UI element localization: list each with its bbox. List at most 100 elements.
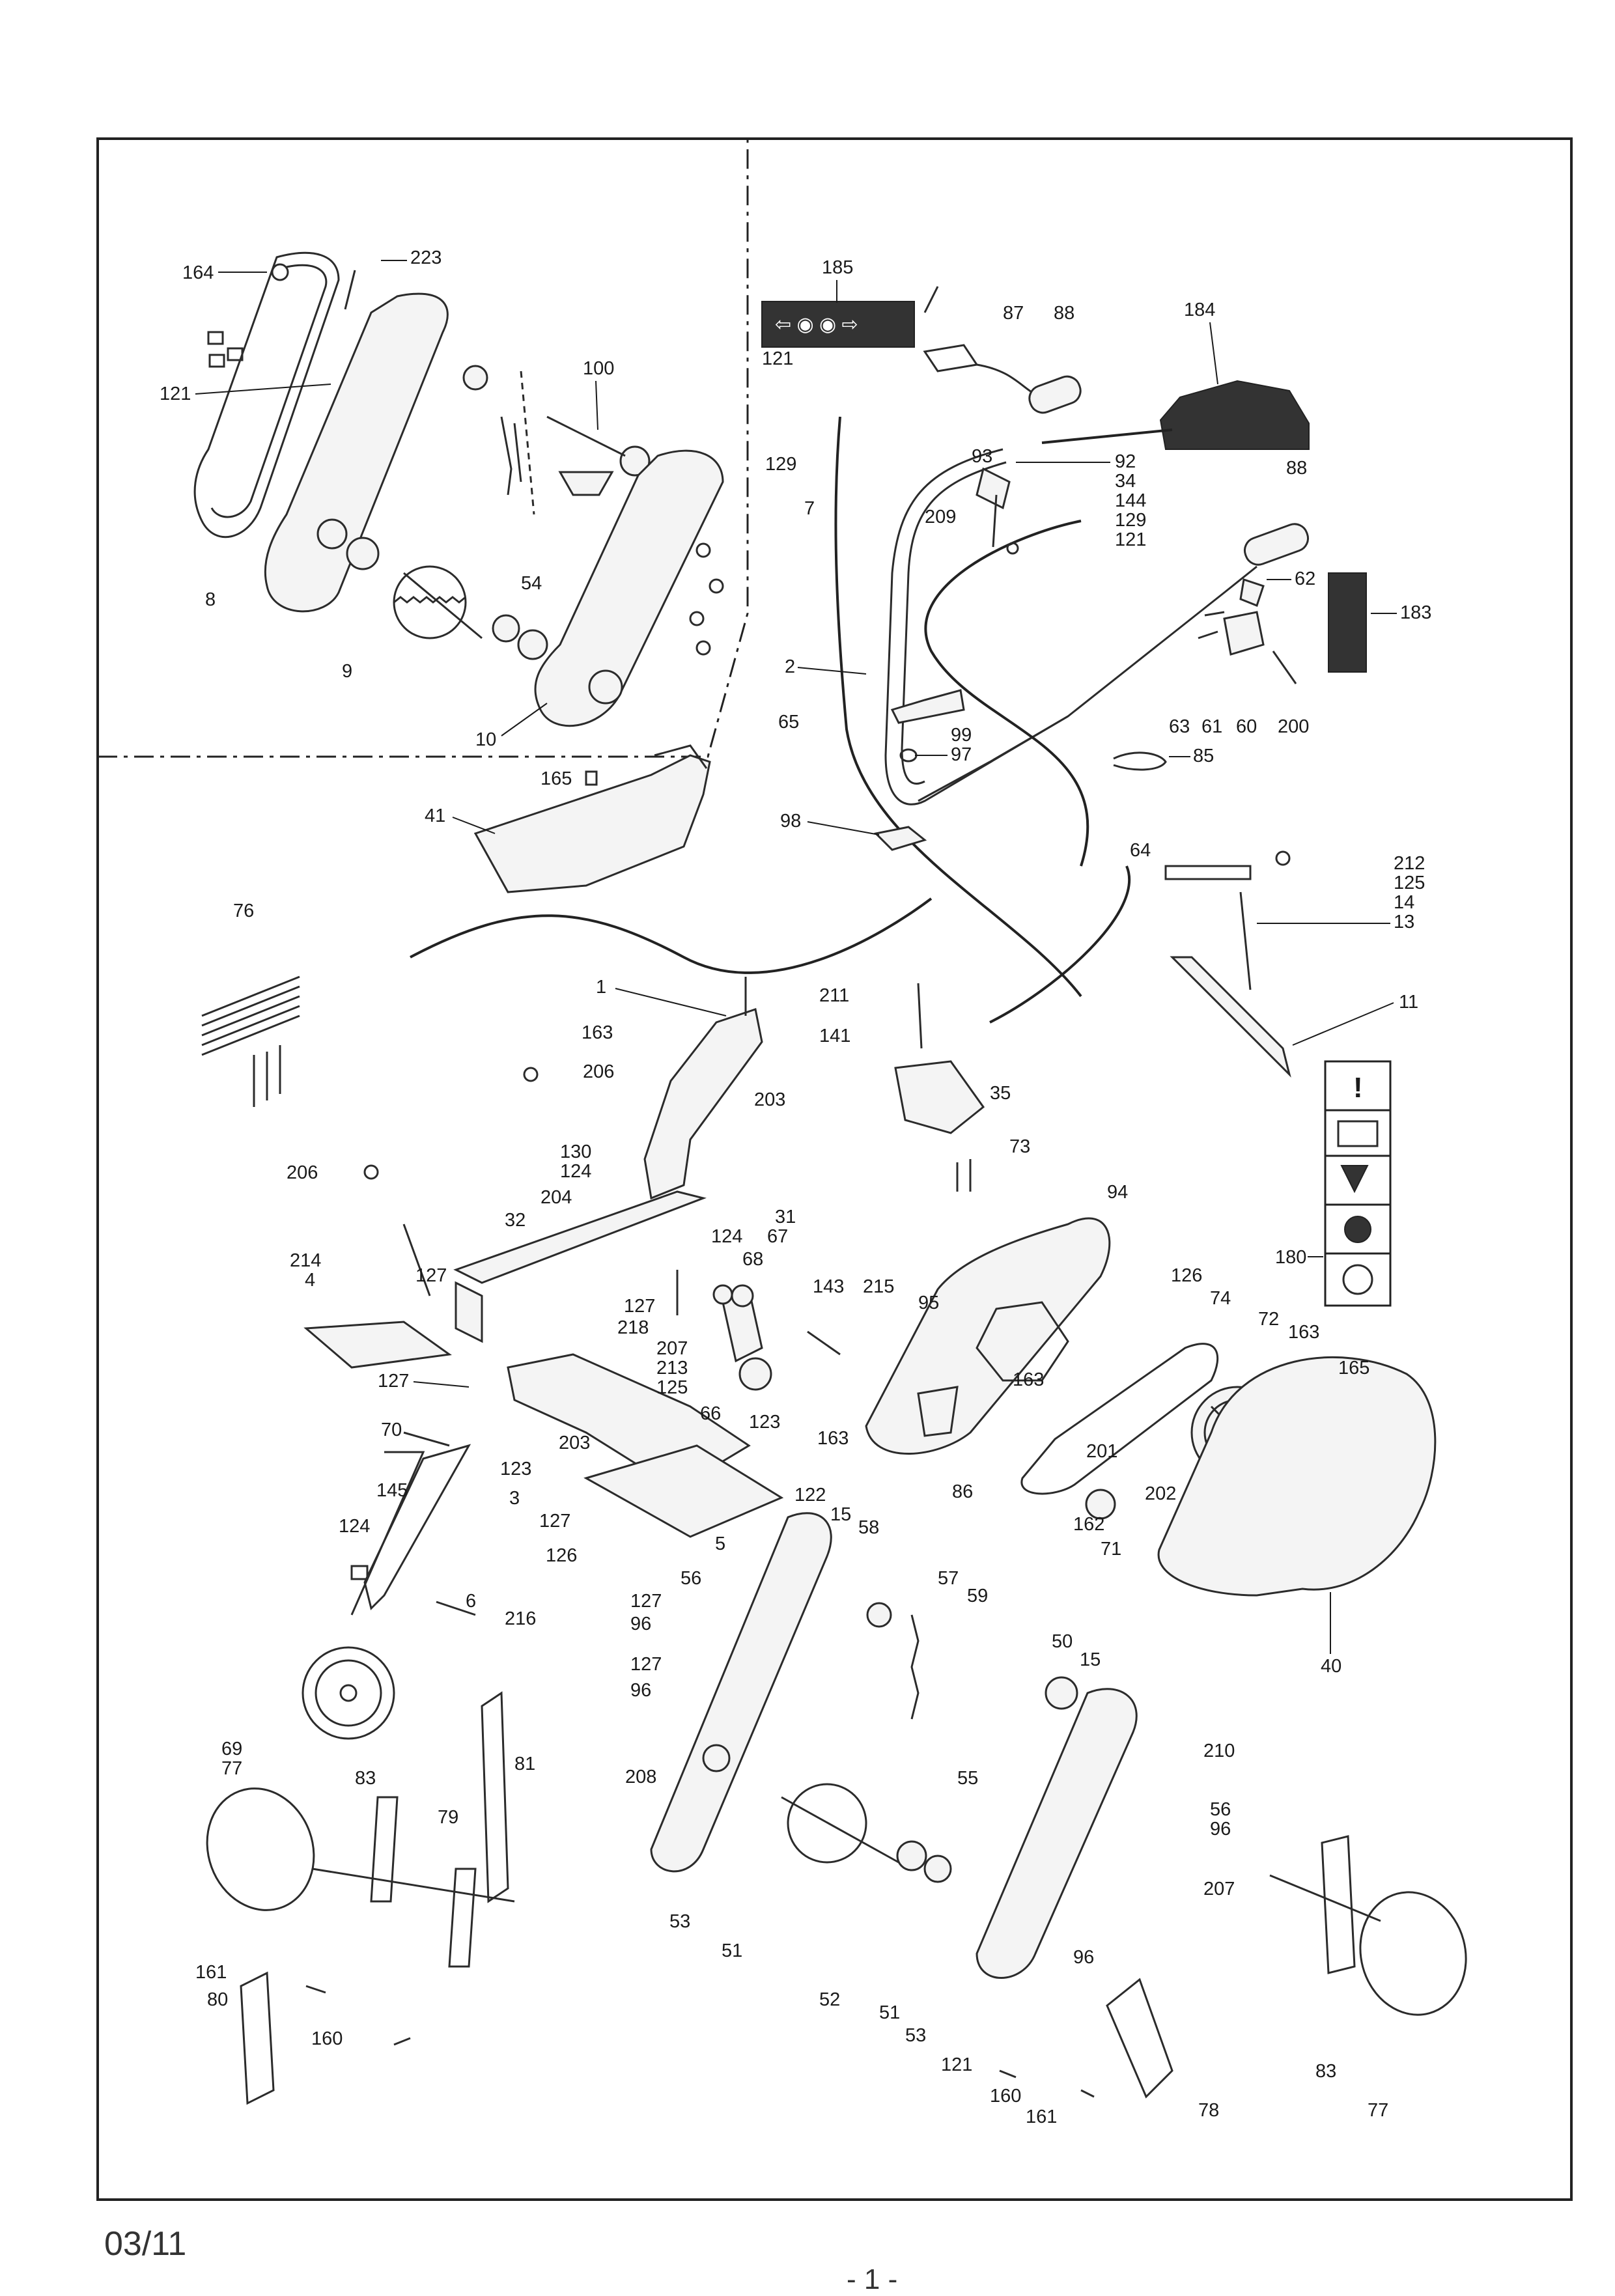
- rail-32: [453, 1190, 707, 1284]
- guard-76-lines: [201, 975, 300, 1056]
- bearing-lower: [492, 614, 520, 643]
- label-127-d: 127: [539, 1511, 570, 1532]
- label-69: 69: [221, 1739, 242, 1759]
- label-125-b: 125: [656, 1377, 688, 1398]
- leader: [501, 703, 548, 736]
- label-124-b: 124: [711, 1226, 742, 1247]
- label-1: 1: [596, 977, 606, 998]
- decal-180: !: [1324, 1060, 1392, 1307]
- label-127: 127: [415, 1265, 447, 1286]
- wheel-69-rim: [315, 1659, 382, 1727]
- label-125: 125: [1394, 873, 1425, 893]
- chain-55: [910, 1614, 920, 1720]
- knob-62: [1239, 578, 1265, 607]
- frame-group: [303, 977, 985, 1616]
- shaft-100: [546, 415, 626, 457]
- label-129-b: 129: [1115, 510, 1146, 531]
- label-88-b: 88: [1286, 458, 1307, 479]
- bolt-d: [695, 640, 711, 656]
- label-161-b: 161: [1026, 2107, 1057, 2127]
- frame-1: [643, 1008, 763, 1200]
- label-96: 96: [630, 1614, 651, 1634]
- label-9: 9: [342, 661, 352, 682]
- label-206: 206: [583, 1061, 614, 1082]
- main-cable: [410, 897, 933, 974]
- bearing-51-right: [896, 1840, 927, 1871]
- cable-65: [834, 416, 1082, 998]
- label-184: 184: [1184, 300, 1215, 320]
- label-51: 51: [722, 1940, 742, 1961]
- bracket-60: [1223, 611, 1265, 656]
- tine-shaft: [781, 1796, 899, 1864]
- disc-77-right: [1359, 1891, 1467, 2016]
- chain-case-group: [193, 252, 724, 727]
- cover-bore: [316, 518, 348, 550]
- decal-185-arrows: ⇦ ◉ ◉ ⇨: [775, 314, 858, 335]
- label-127-c: 127: [378, 1371, 409, 1392]
- label-212: 212: [1394, 853, 1425, 874]
- label-209: 209: [925, 507, 956, 527]
- belt-case-window: [976, 1301, 1069, 1382]
- label-59: 59: [967, 1586, 988, 1606]
- shaft-left: [312, 1868, 515, 1903]
- label-62: 62: [1295, 568, 1315, 589]
- label-185: 185: [822, 257, 853, 278]
- cover-right-bore: [588, 669, 623, 705]
- chain-case-cover-left: [264, 292, 449, 613]
- label-96-c: 96: [1210, 1819, 1231, 1840]
- decal-183: [1328, 572, 1367, 673]
- label-68: 68: [742, 1249, 763, 1270]
- tine-81: [481, 1691, 509, 1903]
- chain-case-15-left: [650, 1512, 832, 1873]
- guard-41-body: [473, 754, 711, 893]
- bearing-lower-2: [517, 629, 548, 660]
- label-96-b: 96: [630, 1680, 651, 1701]
- guard-40: [1157, 1356, 1437, 1597]
- chain-54: [500, 416, 522, 496]
- label-61: 61: [1201, 716, 1222, 737]
- chain-guide: [520, 371, 535, 515]
- grip-88-right: [1243, 523, 1310, 566]
- bolt-214: [402, 1224, 431, 1296]
- label-92: 92: [1115, 451, 1136, 472]
- label-215: 215: [863, 1276, 894, 1297]
- lever-92: [976, 467, 1011, 510]
- label-180: 180: [1275, 1247, 1306, 1268]
- label-60: 60: [1236, 716, 1257, 737]
- label-164: 164: [182, 262, 214, 283]
- tines-right-group: [999, 1835, 1467, 2099]
- label-210: 210: [1203, 1741, 1235, 1761]
- tine-79: [448, 1868, 477, 1968]
- label-83-b: 83: [1315, 2061, 1336, 2082]
- bearing-53-right: [923, 1855, 952, 1883]
- label-65: 65: [778, 712, 799, 733]
- label-80: 80: [207, 1989, 228, 2010]
- pulley-66: [738, 1357, 772, 1391]
- label-124: 124: [560, 1161, 591, 1182]
- revision-date: 03/11: [104, 2225, 187, 2263]
- plate-5: [583, 1444, 784, 1538]
- label-99: 99: [951, 725, 972, 746]
- tensioner-54: [558, 471, 614, 496]
- label-15-b: 15: [1080, 1649, 1101, 1670]
- label-70: 70: [381, 1420, 402, 1440]
- lever-87: [923, 344, 979, 372]
- depth-bar-group: [1164, 850, 1291, 1078]
- label-57: 57: [938, 1568, 959, 1589]
- label-211: 211: [819, 985, 849, 1006]
- bolt-b: [709, 578, 724, 594]
- manual-icon: [1337, 1120, 1379, 1147]
- drive-belt: [193, 252, 340, 539]
- section-divider: [98, 139, 749, 758]
- screw-165: [585, 770, 598, 786]
- label-203-b: 203: [559, 1433, 590, 1453]
- label-15: 15: [830, 1504, 851, 1525]
- bolt-c: [689, 611, 705, 626]
- label-145: 145: [376, 1480, 408, 1501]
- leader: [1292, 1002, 1394, 1046]
- gearbox-35: [894, 1060, 985, 1134]
- screw-223: [344, 270, 356, 310]
- cable-64: [924, 520, 1089, 867]
